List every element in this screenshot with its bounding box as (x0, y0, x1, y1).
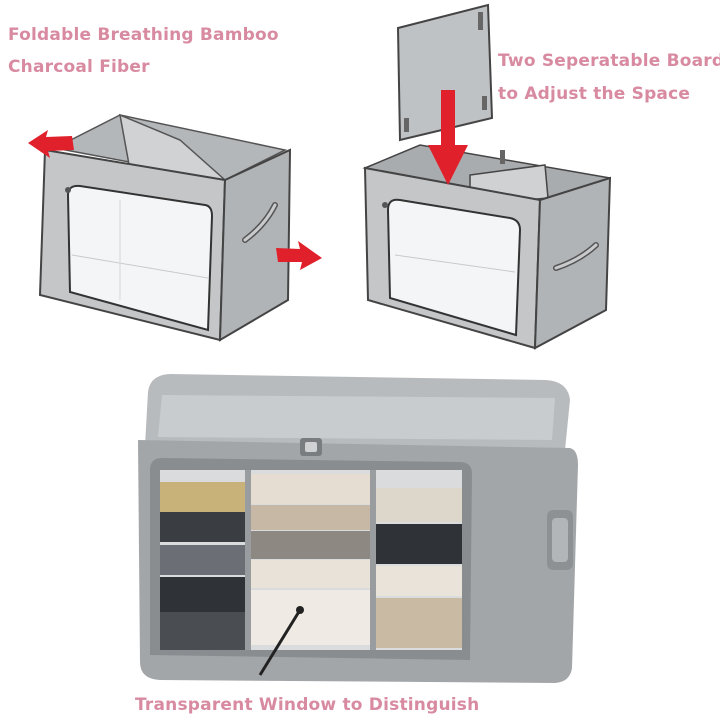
caption-transparent-window: Transparent Window to Distinguish (135, 695, 480, 715)
caption-adjust-space: to Adjust the Space (498, 84, 691, 104)
divider-board-illustration (362, 3, 612, 350)
caption-foldable: Foldable Breathing Bamboo (8, 25, 279, 45)
caption-two-boards: Two Seperatable Boards (498, 51, 720, 71)
foldable-box-illustration (28, 113, 322, 342)
caption-charcoal-fiber: Charcoal Fiber (8, 57, 150, 77)
storage-bag-photo (138, 374, 578, 683)
